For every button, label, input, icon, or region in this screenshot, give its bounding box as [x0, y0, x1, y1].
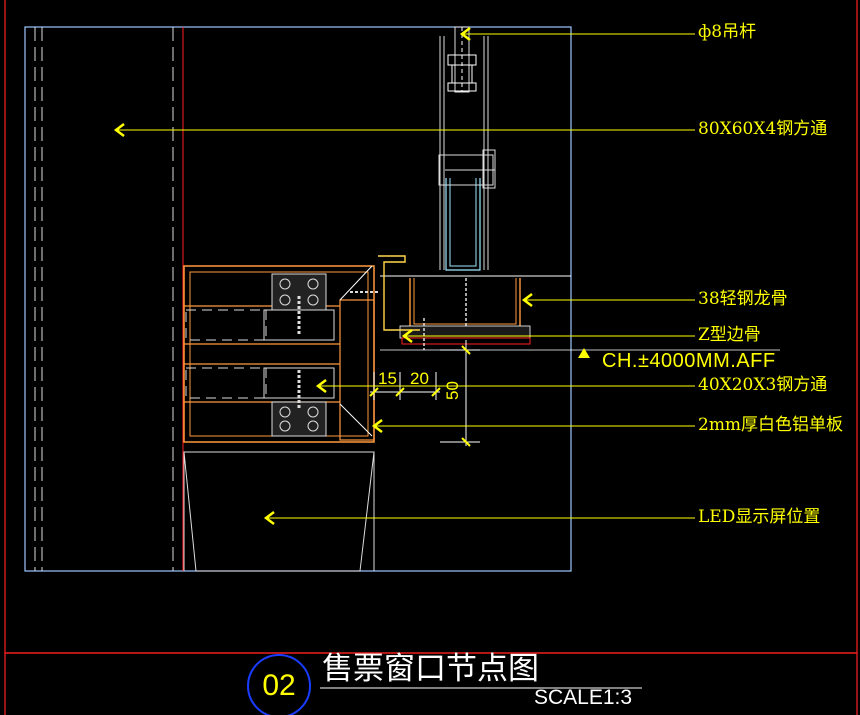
leader-lines — [118, 33, 695, 519]
detail-number: 02 — [262, 669, 296, 702]
label-led: LED显示屏位置 — [698, 507, 821, 527]
label-main-tube: 80X60X4钢方通 — [698, 119, 828, 139]
elevation-marker-icon — [578, 348, 590, 358]
label-z-edge: Z型边骨 — [698, 325, 761, 345]
light-steel-keel — [409, 278, 521, 329]
dimension-lines — [370, 340, 480, 446]
dimension-20: 20 — [410, 369, 429, 388]
label-hanger-rod: ф8吊杆 — [698, 22, 757, 42]
steel-tube-frame — [183, 265, 375, 443]
label-small-tube: 40X20X3钢方通 — [698, 375, 828, 395]
elevation-text: CH.±4000MM.AFF — [602, 350, 776, 372]
label-keel: 38轻钢龙骨 — [698, 289, 788, 309]
drawing-title: 售票窗口节点图 — [322, 651, 539, 687]
detail-number-circle — [247, 654, 311, 715]
label-panel: 2mm厚白色铝单板 — [698, 415, 844, 435]
z-edge-profile — [378, 255, 420, 331]
drawing-scale: SCALE1:3 — [534, 686, 633, 709]
hanger-rod-assembly — [438, 26, 496, 271]
dimension-15: 15 — [378, 369, 397, 388]
leader-arrowheads — [113, 27, 533, 525]
dimension-50: 50 — [443, 381, 462, 400]
led-screen-outline — [183, 451, 375, 572]
